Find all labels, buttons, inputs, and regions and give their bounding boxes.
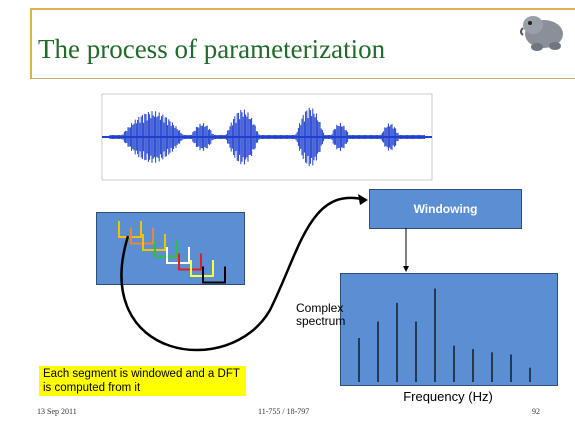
spectrum-y-label: Complex spectrum bbox=[296, 301, 346, 328]
footer-page-number: 92 bbox=[532, 407, 540, 416]
note-callout: Each segment is windowed and a DFT is co… bbox=[39, 366, 246, 396]
flow-arrow bbox=[120, 196, 367, 352]
segment-window bbox=[202, 266, 226, 284]
spectrum-panel bbox=[340, 273, 558, 386]
slide-title: The process of parameterization bbox=[38, 34, 386, 64]
down-arrow-head bbox=[403, 266, 409, 272]
top-border bbox=[30, 8, 575, 10]
speech-waveform bbox=[101, 93, 433, 181]
footer-date: 13 Sep 2011 bbox=[37, 407, 77, 416]
logo-icon bbox=[520, 16, 563, 51]
flow-arrow-head bbox=[358, 194, 368, 205]
title-divider bbox=[30, 78, 575, 79]
left-border bbox=[30, 8, 32, 78]
footer-course: 11-755 / 18-797 bbox=[258, 407, 310, 416]
spectrum-x-label: Frequency (Hz) bbox=[403, 389, 493, 404]
windowing-box: Windowing bbox=[369, 189, 522, 229]
windowing-label: Windowing bbox=[413, 202, 478, 216]
